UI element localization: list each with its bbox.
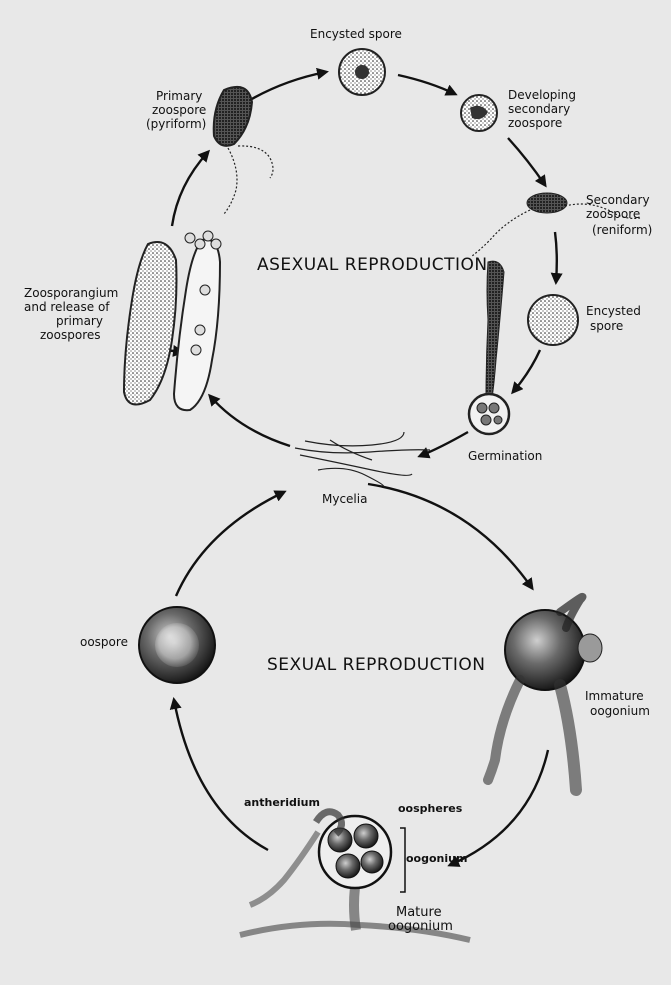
oospore-drawing [139,607,215,683]
label-mycelia: Mycelia [322,492,367,506]
label-oogonium: oogonium [406,852,467,865]
arrow-mycelia-to-immature [368,484,532,588]
arrow-zoosporangium-to-primary [172,152,208,226]
label-germination: Germination [468,449,542,463]
arrow-immature-to-mature [450,750,548,865]
sexual-title: SEXUAL REPRODUCTION [267,655,486,675]
germination-drawing [469,261,509,434]
arrow-encysted-to-developing [398,75,455,94]
label-encysted-spore-right: Encysted spore [586,304,645,333]
arrow-germination-to-mycelia [420,432,468,456]
label-developing-secondary: Developing secondary zoospore [508,88,580,130]
asexual-title: ASEXUAL REPRODUCTION [257,255,488,275]
label-secondary-zoospore: Secondary zoospore (reniform) [586,193,653,237]
label-oospheres: oospheres [398,802,463,815]
developing-secondary-drawing [461,95,497,131]
label-immature-oogonium: Immature oogonium [585,689,650,718]
arrow-mycelia-to-zoosporangium [210,396,290,446]
zoosporangium-drawing [124,231,221,410]
label-oospore: oospore [80,635,128,649]
arrow-oospore-to-mycelia [176,492,284,596]
arrow-mature-to-oospore [174,700,268,850]
arrow-primary-to-encysted [250,72,326,100]
labels: ASEXUAL REPRODUCTION SEXUAL REPRODUCTION… [24,27,653,934]
encysted-spore-right-drawing [528,295,578,345]
primary-zoospore-drawing [214,87,273,214]
arrow-secondary-to-encysted [555,232,557,282]
arrow-encysted-to-germination [513,350,540,392]
label-mature-oogonium: Mature oogonium [388,905,453,934]
label-encysted-spore-top: Encysted spore [310,27,402,41]
label-antheridium: antheridium [244,796,320,809]
label-primary-zoospore: Primary zoospore (pyriform) [146,89,210,131]
label-zoosporangium: Zoosporangium and release of primary zoo… [24,286,122,342]
mycelia-drawing [295,432,430,487]
encysted-spore-top-drawing [339,49,385,95]
arrow-developing-to-secondary [508,138,545,185]
